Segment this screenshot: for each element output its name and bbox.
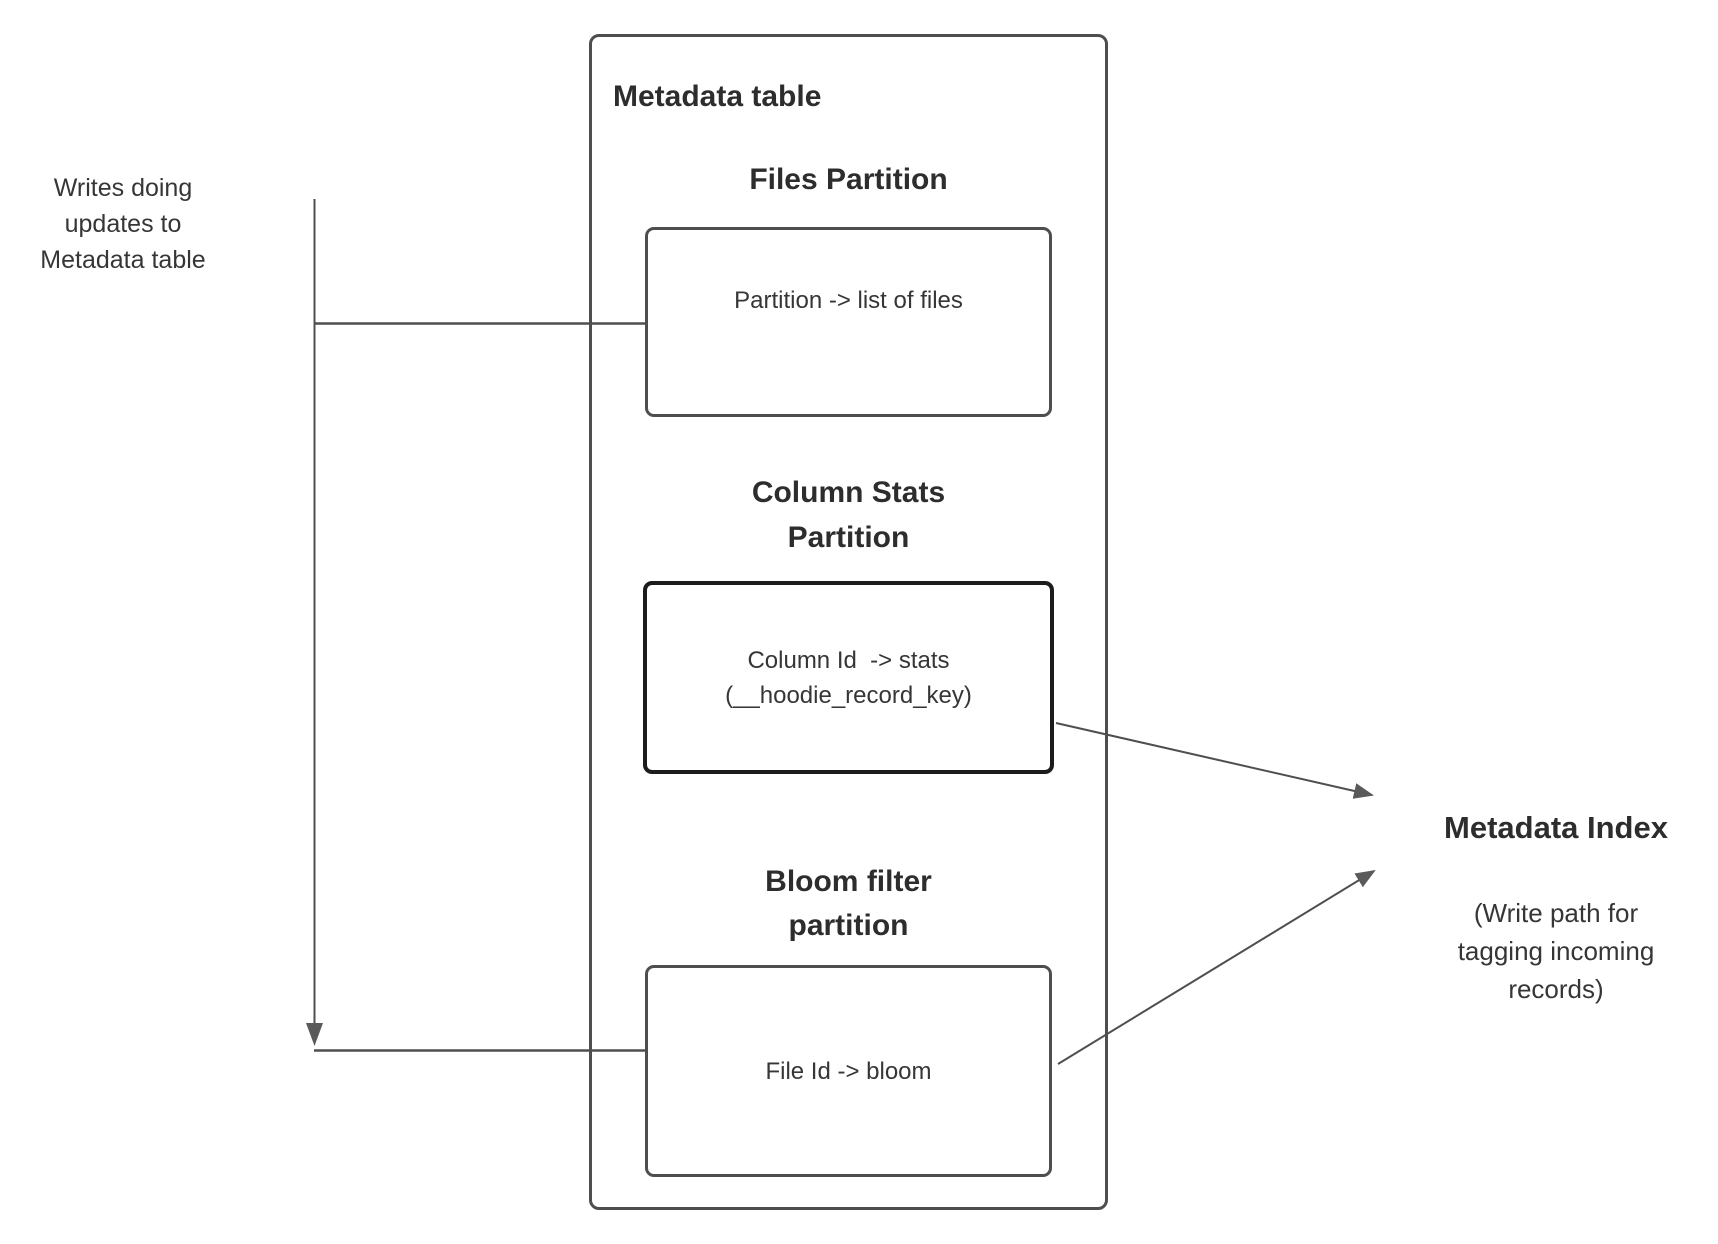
column-stats-mapping-text: Column Id -> stats (__hoodie_record_key): [725, 646, 972, 709]
writes-down-arrowhead-icon: [306, 1023, 323, 1046]
writes-updates-label: Writes doing updates to Metadata table: [40, 174, 206, 274]
files-partition-mapping-text: Partition -> list of files: [734, 286, 963, 314]
metadata-table-container: [589, 34, 1108, 1210]
metadata-table-title: Metadata table: [613, 80, 822, 113]
metadata-index-title: Metadata Index: [1444, 810, 1668, 845]
files-partition-heading: Files Partition: [749, 163, 948, 196]
column-stats-partition-box: Column Id -> stats (__hoodie_record_key): [643, 581, 1054, 774]
bloom-filter-partition-box: File Id -> bloom: [645, 965, 1052, 1177]
files-partition-box: Partition -> list of files: [645, 227, 1052, 417]
bloom-filter-partition-heading: Bloom filter partition: [765, 865, 932, 942]
bloom-filter-mapping-text: File Id -> bloom: [765, 1057, 932, 1085]
column-stats-partition-heading: Column Stats Partition: [751, 476, 946, 554]
metadata-index-caption: (Write path for tagging incoming records…: [1457, 898, 1655, 1004]
